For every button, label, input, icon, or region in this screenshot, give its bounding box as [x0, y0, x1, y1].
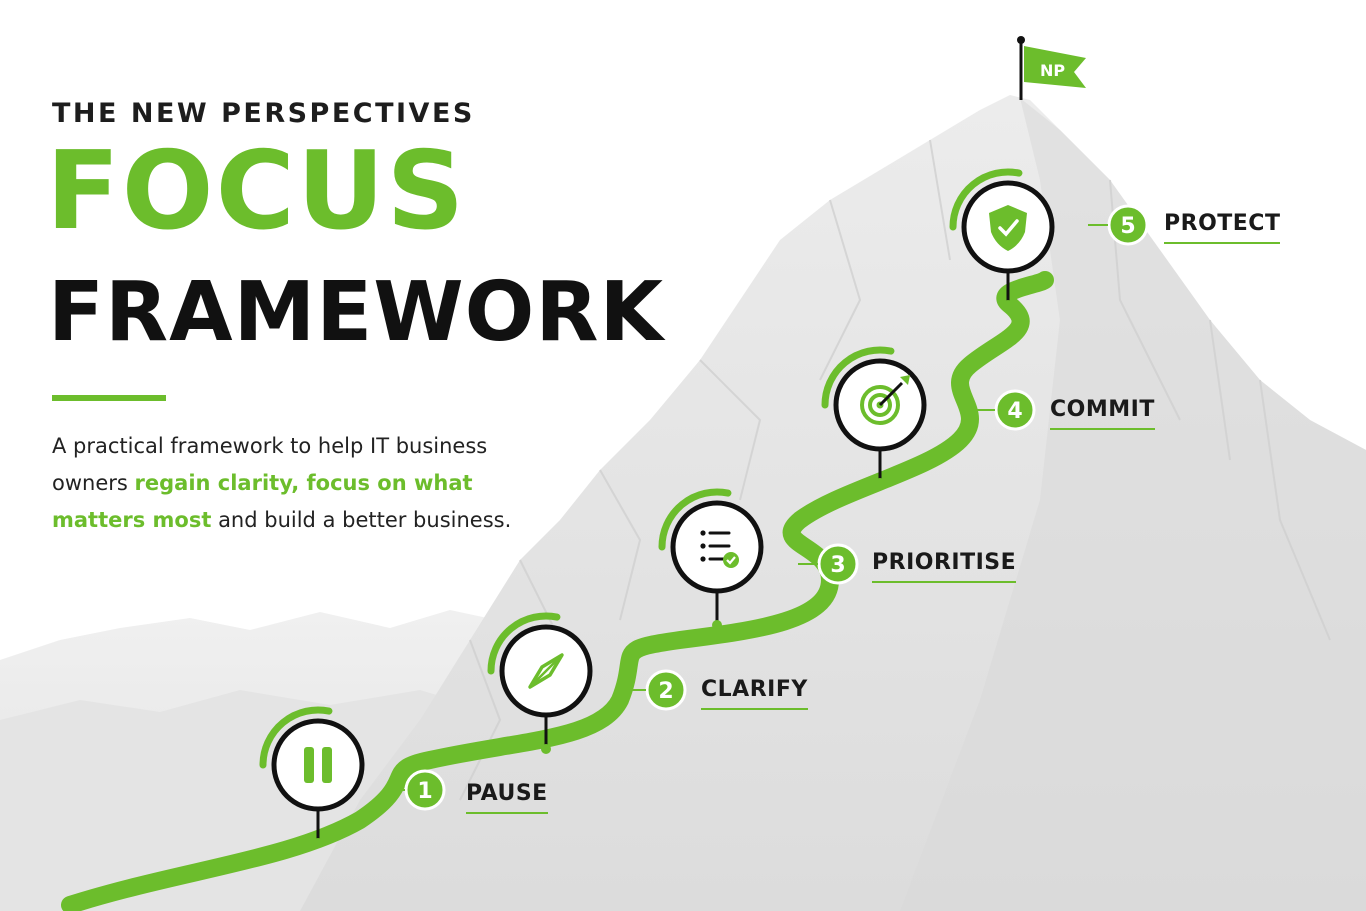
- step-2-label: CLARIFY: [701, 677, 808, 710]
- progress-arc: [487, 612, 561, 675]
- description-part1: A practical framework to help IT busines…: [52, 434, 488, 495]
- step-markers: 1 2 3 4 5: [259, 168, 1149, 848]
- step-4-label: COMMIT: [1050, 397, 1155, 430]
- mountain-shadow: [900, 98, 1366, 911]
- title-framework: FRAMEWORK: [48, 265, 665, 360]
- pause-icon: [304, 747, 332, 783]
- title-divider: [52, 395, 166, 401]
- kicker-heading: THE NEW PERSPECTIVES: [52, 98, 475, 129]
- step-3-number: 3: [830, 553, 845, 578]
- step-5-marker: 5: [949, 168, 1149, 310]
- step-5-label: PROTECT: [1164, 211, 1281, 244]
- step-2-marker: 2: [487, 612, 687, 754]
- description-part2: and build a better business.: [211, 508, 512, 532]
- pin-dot: [541, 744, 551, 754]
- pin-dot: [1003, 300, 1013, 310]
- target-icon: [860, 375, 910, 425]
- step-4-marker: 4: [821, 346, 1036, 488]
- progress-arc: [821, 346, 895, 409]
- step-1-label: PAUSE: [466, 781, 548, 814]
- pin-dot: [712, 620, 722, 630]
- icon-circle: [271, 718, 365, 812]
- step-2-number: 2: [658, 679, 673, 704]
- summit-flag: NP: [1017, 36, 1086, 100]
- description-text: A practical framework to help IT busines…: [52, 428, 532, 539]
- mountain-texture: [459, 139, 1331, 801]
- step-3-badge: [817, 543, 859, 585]
- step-3-marker: 3: [658, 488, 859, 630]
- step-4-number: 4: [1007, 399, 1022, 424]
- title-focus: FOCUS: [46, 129, 467, 254]
- step-4-badge: [994, 389, 1036, 431]
- pin-dot: [875, 478, 885, 488]
- step-1-marker: 1: [259, 706, 446, 848]
- progress-arc: [949, 168, 1023, 231]
- step-5-number: 5: [1120, 214, 1135, 239]
- winding-path: [61, 271, 1054, 911]
- step-2-badge: [645, 669, 687, 711]
- checklist-icon: [700, 530, 739, 568]
- step-1-badge: [404, 769, 446, 811]
- shield-check-icon: [989, 205, 1027, 251]
- flag-logo-text: NP: [1040, 61, 1065, 80]
- description-highlight: regain clarity, focus on what matters mo…: [52, 471, 473, 532]
- flag-banner: [1024, 46, 1086, 88]
- progress-arc: [658, 488, 732, 551]
- pin-dot: [313, 838, 323, 848]
- step-5-badge: [1107, 204, 1149, 246]
- step-3-label: PRIORITISE: [872, 550, 1017, 583]
- step-1-number: 1: [417, 779, 432, 804]
- progress-arc: [259, 706, 333, 769]
- compass-icon: [528, 653, 564, 689]
